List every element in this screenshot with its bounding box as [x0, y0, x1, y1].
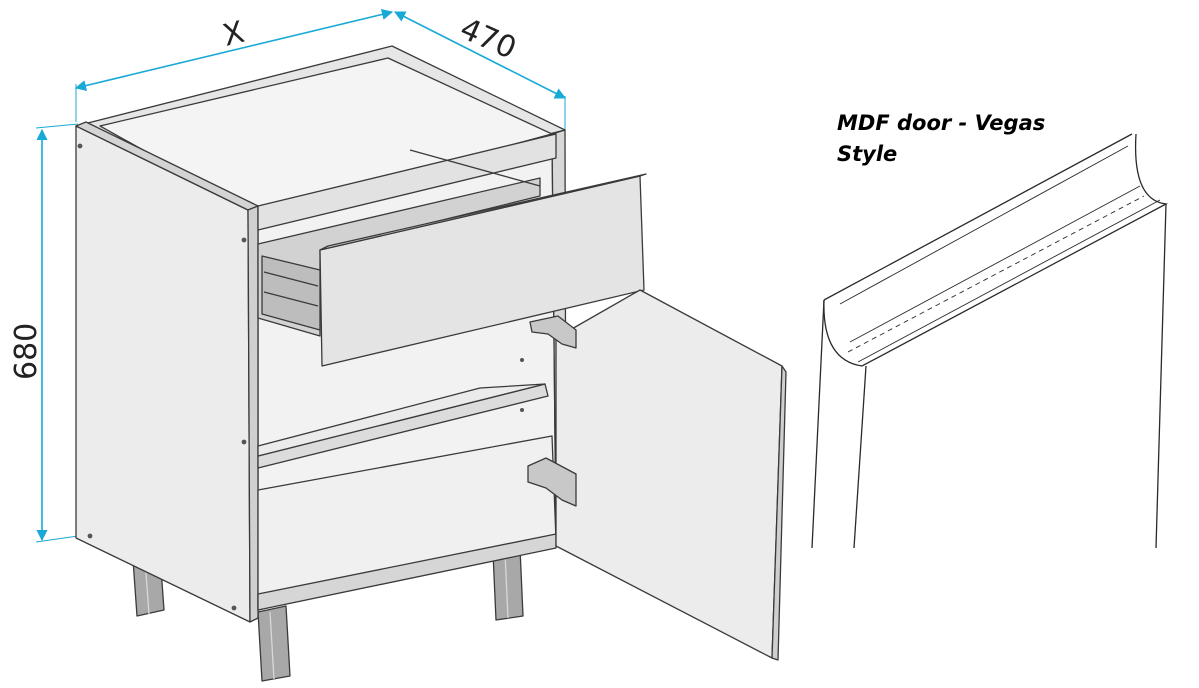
door-edge: [771, 365, 787, 661]
mdf-door-profile: [811, 133, 1169, 549]
door-caption: MDF door - Vegas Style: [837, 111, 1046, 166]
door-profile-left-edge: [811, 299, 825, 549]
left-side-panel: [75, 125, 251, 623]
door-profile-right-edge: [1155, 203, 1167, 549]
hinge-bottom: [527, 457, 577, 507]
door-profile-top-edge: [823, 133, 1133, 301]
middle-shelf-top: [257, 383, 546, 457]
width-label: X: [219, 15, 247, 54]
door-profile-left-face: [853, 365, 867, 549]
door-profile-handle-curve: [823, 133, 1169, 367]
hinge-top: [529, 315, 577, 349]
dimension-lines: [35, 8, 566, 543]
cabinet: [75, 45, 787, 682]
leg-front-left: [257, 605, 291, 682]
screw-holes: [77, 143, 524, 611]
drawer-runner: [261, 149, 541, 331]
height-label: 680: [9, 323, 44, 380]
door-profile-front-line: [857, 199, 1161, 363]
depth-dimension-line: [394, 11, 566, 99]
door-profile-inner-line: [839, 145, 1129, 305]
bottom-front-edge: [257, 533, 557, 611]
drawer-front-top-edge: [319, 173, 647, 251]
door-profile-dashed-groove: [847, 195, 1145, 353]
width-dimension-line: [74, 8, 394, 92]
door-profile-groove-line: [849, 185, 1141, 343]
top-front-rail: [257, 133, 557, 231]
door-panel: [555, 289, 783, 659]
door-hinges: [527, 315, 577, 507]
left-side-front-edge: [247, 205, 259, 623]
cabinet-legs: [132, 547, 524, 682]
